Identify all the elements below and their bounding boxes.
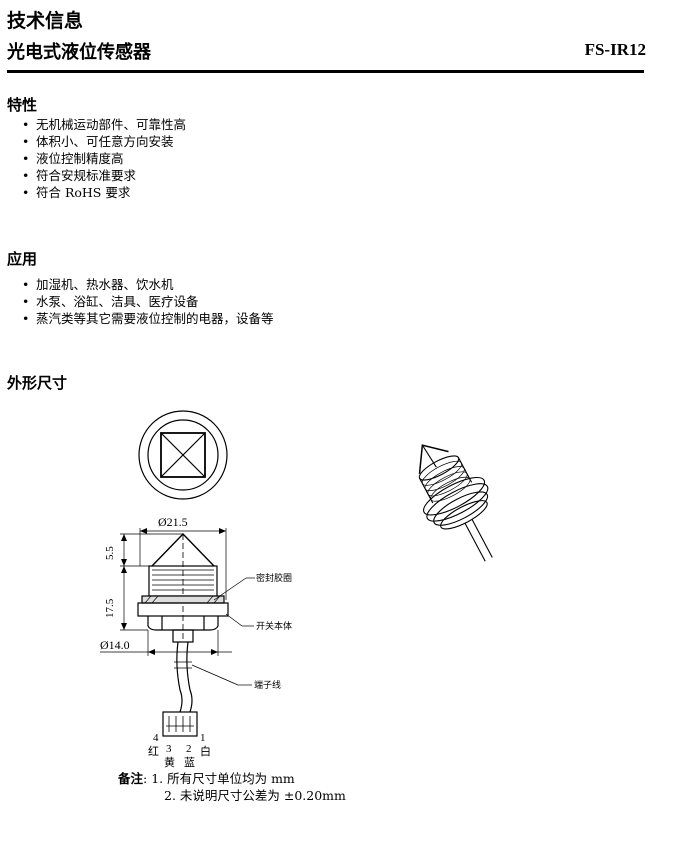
- seal-ring: [141, 595, 225, 604]
- dim-tip-height: 5.5: [104, 546, 116, 560]
- notes-block: 备注: 1. 所有尺寸单位均为 mm 2. 未说明尺寸公差为 ±0.20mm: [118, 770, 346, 804]
- pin-red-label: 红: [148, 745, 159, 758]
- document-title: 技术信息: [7, 10, 84, 32]
- applications-list: 加湿机、热水器、饮水机 水泵、浴缸、洁具、医疗设备 蒸汽类等其它需要液位控制的电…: [22, 276, 274, 327]
- isometric-view: [418, 444, 493, 562]
- dimensions-heading: 外形尺寸: [7, 374, 68, 392]
- header-rule: [7, 70, 644, 73]
- dim-diameter-top: Ø21.5: [158, 515, 188, 529]
- list-item: 蒸汽类等其它需要液位控制的电器，设备等: [22, 310, 274, 327]
- list-item: 水泵、浴缸、洁具、医疗设备: [22, 293, 274, 310]
- pin-1-label: 1: [200, 732, 206, 744]
- features-list: 无机械运动部件、可靠性高 体积小、可任意方向安装 液位控制精度高 符合安规标准要…: [22, 116, 186, 201]
- list-item: 液位控制精度高: [22, 150, 186, 167]
- notes-label: 备注: [118, 771, 144, 786]
- product-title: 光电式液位传感器: [7, 42, 151, 63]
- top-view-inner-circle: [147, 419, 219, 491]
- pin-white-label: 白: [200, 745, 211, 758]
- top-view-outer-circle: [138, 410, 228, 500]
- pin-yellow-label: 黄: [164, 756, 175, 769]
- dim-diameter-bottom: Ø14.0: [100, 638, 130, 652]
- seal-ring-label: 密封胶圈: [256, 574, 293, 584]
- wire-label: 端子线: [254, 681, 282, 691]
- list-item: 无机械运动部件、可靠性高: [22, 116, 186, 133]
- applications-heading: 应用: [7, 250, 38, 268]
- switch-body: [137, 602, 229, 617]
- notes-line-2: 2. 未说明尺寸公差为 ±0.20mm: [164, 788, 346, 803]
- list-item: 符合安规标准要求: [22, 167, 186, 184]
- dim-body-height: 17.5: [104, 598, 116, 618]
- pin-blue-label: 蓝: [184, 756, 195, 769]
- list-item: 符合 RoHS 要求: [22, 184, 186, 201]
- switch-body-label: 开关本体: [256, 622, 293, 632]
- features-heading: 特性: [7, 96, 38, 114]
- top-view-square: [160, 432, 206, 478]
- pin-2-label: 2: [186, 743, 192, 755]
- connector: [162, 711, 198, 737]
- list-item: 加湿机、热水器、饮水机: [22, 276, 274, 293]
- list-item: 体积小、可任意方向安装: [22, 133, 186, 150]
- model-number: FS-IR12: [584, 40, 646, 59]
- pin-4-label: 4: [153, 732, 159, 744]
- notes-line-1: : 1. 所有尺寸单位均为 mm: [143, 771, 295, 786]
- pin-3-label: 3: [166, 743, 172, 755]
